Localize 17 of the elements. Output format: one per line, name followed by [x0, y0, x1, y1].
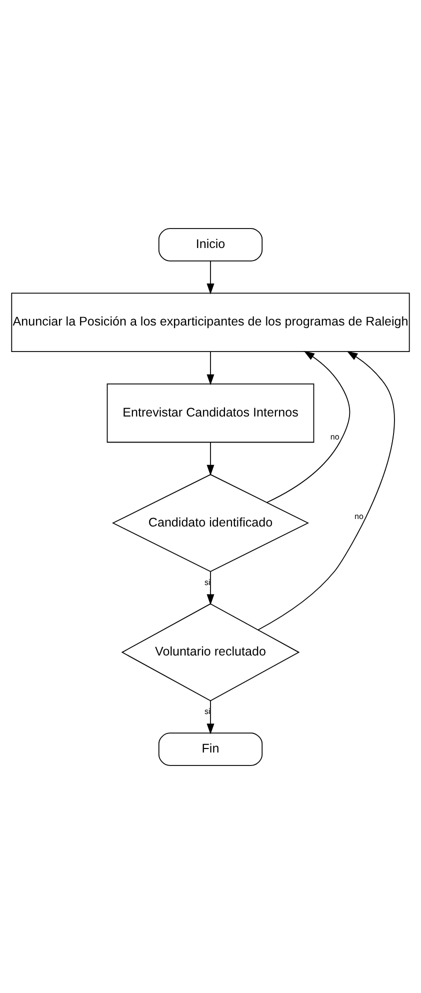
arrow — [206, 700, 214, 734]
arrow — [206, 441, 214, 476]
arrow — [258, 350, 395, 630]
node-box: Entrevistar Candidatos Internos — [106, 382, 314, 442]
edge-label: no — [330, 432, 340, 442]
arrow — [206, 350, 214, 385]
node-diamond: Voluntario reclutado — [121, 602, 300, 701]
edge-label: si — [204, 706, 210, 716]
arrow — [266, 350, 350, 502]
node-box: Inicio — [158, 228, 263, 261]
node-box: Anunciar la Posición a los exparticipantes de los programas de Raleigh — [11, 292, 410, 352]
edge-label: si — [204, 578, 210, 587]
node-diamond: Candidato identificado — [112, 474, 310, 572]
arrow — [206, 570, 214, 605]
node-box: Fin — [158, 732, 263, 766]
edge-label: no — [354, 511, 364, 520]
arrow — [206, 260, 214, 294]
